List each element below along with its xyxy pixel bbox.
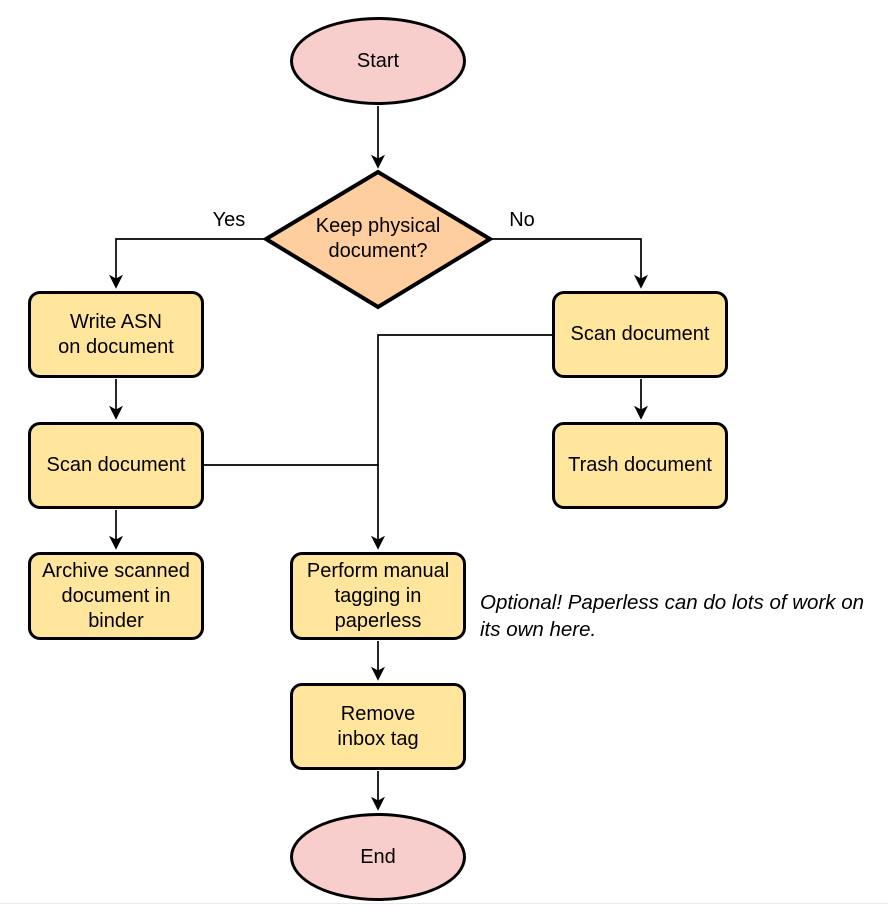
node-scan-document-left: Scan document xyxy=(28,422,204,509)
edge-decision-yes-to-write-asn xyxy=(109,238,266,289)
node-write-asn-label: Write ASN on document xyxy=(58,310,174,358)
node-end-label: End xyxy=(360,845,396,868)
node-remove-inbox-tag: Remove inbox tag xyxy=(290,683,466,770)
node-archive-binder-label: Archive scanned document in binder xyxy=(42,559,190,632)
edge-decision-no-to-scan-right xyxy=(489,238,648,289)
node-remove-inbox-tag-label: Remove inbox tag xyxy=(337,702,419,750)
decision-diamond-shape xyxy=(262,169,494,310)
node-start-label: Start xyxy=(356,49,400,72)
node-write-asn: Write ASN on document xyxy=(28,291,204,378)
node-trash-document-label: Trash document xyxy=(568,454,712,476)
node-start: Start xyxy=(290,17,466,105)
node-archive-binder: Archive scanned document in binder xyxy=(28,552,204,640)
edge-scan-right-to-tagging xyxy=(371,334,552,550)
edge-label-yes: Yes xyxy=(212,209,246,231)
node-manual-tagging-label: Perform manual tagging in paperless xyxy=(306,559,450,632)
node-manual-tagging: Perform manual tagging in paperless xyxy=(290,552,466,640)
node-scan-document-left-label: Scan document xyxy=(46,454,186,476)
node-scan-document-right: Scan document xyxy=(552,291,728,378)
optional-note: Optional! Paperless can do lots of work … xyxy=(480,591,865,641)
node-trash-document: Trash document xyxy=(552,422,728,509)
node-decision-label: Keep physical document? xyxy=(315,215,441,262)
edge-label-no: No xyxy=(509,209,535,231)
node-scan-document-right-label: Scan document xyxy=(570,323,710,345)
bottom-divider xyxy=(0,903,888,904)
node-end: End xyxy=(290,813,466,901)
